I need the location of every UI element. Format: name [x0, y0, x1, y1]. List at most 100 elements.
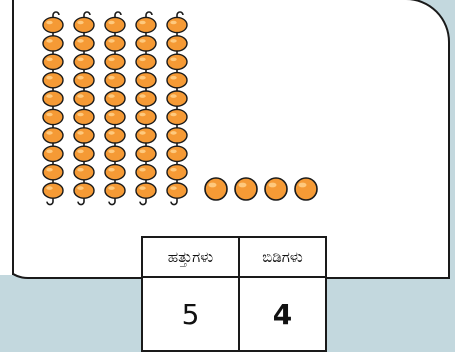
bead	[43, 36, 63, 51]
bead-highlight	[170, 58, 176, 62]
bead-highlight	[108, 131, 114, 135]
place-value-table: ಹತ್ತುಗಳು ಬಿಡಿಗಳು 5 4	[141, 236, 327, 352]
bead-highlight	[77, 58, 83, 62]
bead	[136, 73, 156, 88]
bead	[74, 146, 94, 161]
rod-hook	[171, 199, 177, 205]
bead-highlight	[46, 39, 52, 43]
bead	[167, 17, 187, 32]
bead	[105, 36, 125, 51]
bead	[167, 73, 187, 88]
bead-highlight	[77, 113, 83, 117]
bead-highlight	[139, 76, 145, 80]
bead-highlight	[139, 21, 145, 25]
bead-highlight	[46, 168, 52, 172]
bead-highlight	[170, 186, 176, 190]
bead	[167, 165, 187, 180]
bead-highlight	[46, 21, 52, 25]
bead-highlight	[77, 168, 83, 172]
bead	[136, 17, 156, 32]
loose-bead	[295, 178, 317, 200]
bead	[43, 91, 63, 106]
ten-rod	[74, 12, 94, 205]
bead	[105, 54, 125, 69]
bead	[136, 54, 156, 69]
bead	[74, 165, 94, 180]
bead	[74, 17, 94, 32]
bead-highlight	[170, 76, 176, 80]
bead	[167, 36, 187, 51]
bead-highlight	[139, 58, 145, 62]
bead	[43, 17, 63, 32]
bead	[74, 183, 94, 198]
ten-rod	[136, 12, 156, 205]
bead-highlight	[46, 113, 52, 117]
tens-header: ಹತ್ತುಗಳು	[142, 237, 239, 277]
bead-highlight	[170, 113, 176, 117]
bead-highlight	[108, 21, 114, 25]
bead-highlight	[46, 150, 52, 154]
rod-hook	[140, 199, 146, 205]
bead-highlight	[108, 150, 114, 154]
bead	[167, 54, 187, 69]
bead	[105, 91, 125, 106]
bead	[43, 128, 63, 143]
ones-header: ಬಿಡಿಗಳು	[239, 237, 326, 277]
bead	[136, 183, 156, 198]
bead	[136, 128, 156, 143]
bead-highlight	[108, 168, 114, 172]
bead-highlight	[46, 76, 52, 80]
bead	[136, 146, 156, 161]
bead	[167, 146, 187, 161]
bead	[105, 73, 125, 88]
tens-value: 5	[142, 277, 239, 351]
bead-highlight	[77, 21, 83, 25]
bead-highlight	[46, 58, 52, 62]
bead	[43, 183, 63, 198]
bead-highlight	[108, 58, 114, 62]
bead	[74, 109, 94, 124]
rod-hook	[109, 199, 115, 205]
bead-highlight	[170, 168, 176, 172]
loose-bead-highlight	[299, 183, 307, 188]
bead	[167, 128, 187, 143]
bead-highlight	[108, 186, 114, 190]
bead-highlight	[170, 94, 176, 98]
bead-highlight	[77, 150, 83, 154]
bead	[74, 128, 94, 143]
bead	[74, 91, 94, 106]
bead-highlight	[46, 186, 52, 190]
bead	[105, 183, 125, 198]
loose-bead	[265, 178, 287, 200]
bead-highlight	[46, 94, 52, 98]
bead-highlight	[170, 21, 176, 25]
bead	[43, 165, 63, 180]
bead-highlight	[139, 94, 145, 98]
bead-highlight	[77, 186, 83, 190]
bead-highlight	[170, 39, 176, 43]
ten-rod	[167, 12, 187, 205]
bead	[43, 73, 63, 88]
bead-highlight	[139, 168, 145, 172]
bead-highlight	[139, 150, 145, 154]
ten-rod	[105, 12, 125, 205]
bead-highlight	[108, 76, 114, 80]
bead	[136, 91, 156, 106]
bead	[167, 91, 187, 106]
bead-highlight	[139, 113, 145, 117]
bead-highlight	[46, 131, 52, 135]
loose-bead-highlight	[239, 183, 247, 188]
rod-hook	[47, 199, 53, 205]
bead	[74, 73, 94, 88]
bead-highlight	[170, 131, 176, 135]
bead	[105, 165, 125, 180]
ten-bead-rods	[43, 12, 187, 205]
bead-highlight	[77, 94, 83, 98]
ten-rod	[43, 12, 63, 205]
bead	[136, 165, 156, 180]
loose-bead	[205, 178, 227, 200]
loose-bead-highlight	[269, 183, 277, 188]
bead-highlight	[108, 113, 114, 117]
bead	[43, 146, 63, 161]
bead-highlight	[77, 76, 83, 80]
